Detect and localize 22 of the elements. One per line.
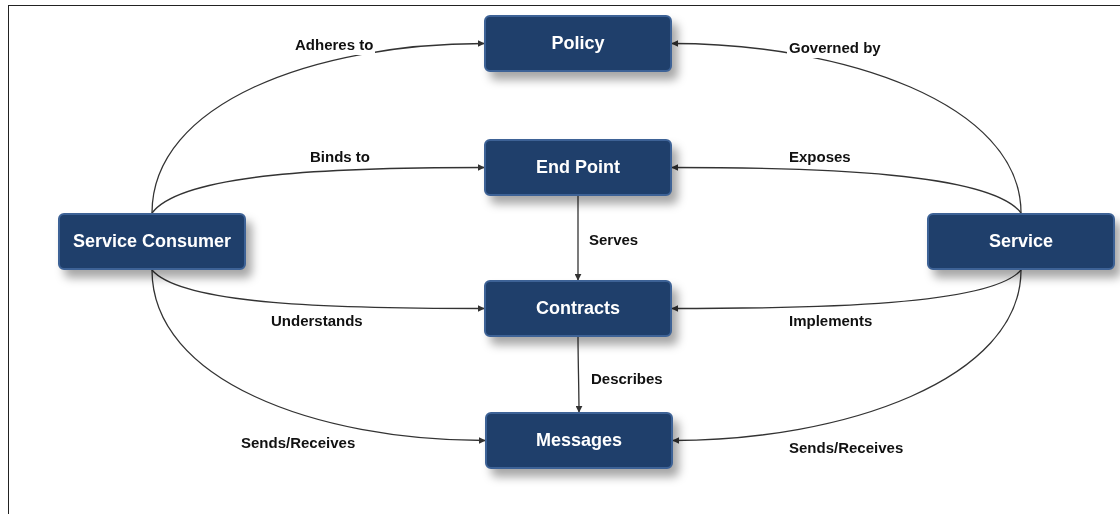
- arrow: [575, 336, 583, 413]
- arrow: [151, 164, 485, 214]
- arrow: [671, 164, 1022, 214]
- concept-box: [484, 139, 672, 196]
- box-label: End Point: [536, 156, 620, 179]
- arrow: [574, 195, 582, 281]
- concept-box: [485, 412, 673, 469]
- box-label: Service: [988, 230, 1054, 253]
- arrow: [151, 269, 486, 444]
- concept-box: [484, 280, 672, 337]
- arrow: [671, 40, 1022, 214]
- arrow: [151, 40, 485, 214]
- box-label: Policy: [551, 32, 605, 55]
- concept-box: [58, 213, 246, 270]
- concept-box: [484, 15, 672, 72]
- arrow: [671, 269, 1022, 312]
- box-label: Service Consumer: [72, 230, 232, 253]
- box-label: Messages: [535, 429, 623, 452]
- box-label: Contracts: [536, 297, 620, 320]
- arrow: [151, 269, 485, 312]
- concept-box: [927, 213, 1115, 270]
- arrow: [672, 269, 1022, 444]
